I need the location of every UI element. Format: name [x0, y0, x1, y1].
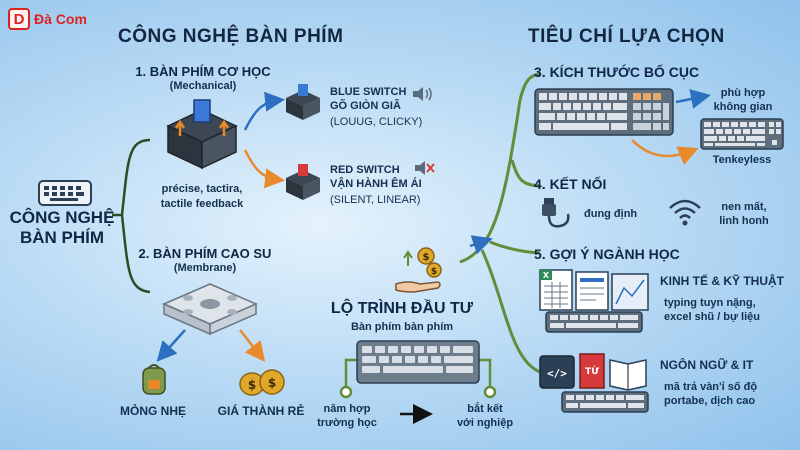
major-econ-line1: typing tuyn nặng,	[664, 297, 756, 309]
major-econ-text: typing tuyn nặng, excel shũ / bự liệu	[664, 296, 760, 324]
backpack-icon	[142, 364, 166, 395]
membrane-title: 2. BÀN PHÍM CAO SU	[138, 246, 272, 261]
major-criterion-title: 5. GỢI Ý NGÀNH HỌC	[534, 246, 680, 262]
usb-cable-icon	[542, 198, 570, 228]
svg-text:X: X	[543, 271, 550, 280]
membrane-cheap-label: GIÁ THÀNH RẺ	[217, 404, 305, 418]
investment-hand-coin-icon: $ $	[395, 247, 442, 293]
logo-mark: D	[8, 8, 30, 30]
red-switch-icon	[286, 164, 320, 200]
layout-tkl-label: Tenkeyless	[712, 154, 772, 166]
blue-switch-name: BLUE SWITCH	[330, 86, 407, 98]
major-it-text: mã trả vàn'ỉ số độ portabe, dịch cao	[664, 380, 757, 408]
blue-switch-icon	[286, 84, 320, 120]
mechanical-feature-line2: tactile feedback	[160, 198, 244, 210]
layout-fit-line1: phù hợp	[720, 87, 766, 99]
tenkeyless-keyboard-icon	[700, 118, 784, 150]
connect-wired-label: đung định	[584, 208, 638, 220]
svg-text:$: $	[423, 252, 430, 263]
connect-wireless-text: nen mất, linh honh	[706, 200, 782, 228]
membrane-dome-icon	[162, 283, 258, 336]
brand-logo[interactable]: D Đà Com	[8, 8, 87, 30]
mechanical-title: 1. BÀN PHÍM CƠ HỌC	[135, 64, 271, 79]
connect-wireless-line1: nen mất,	[721, 201, 767, 213]
layout-fit-text: phù hợp không gian	[706, 86, 780, 114]
left-title: CÔNG NGHỆ BÀN PHÍM	[118, 26, 344, 47]
major-it-line2: portabe, dịch cao	[664, 395, 756, 407]
investment-end-line1: bắt kết	[467, 403, 503, 415]
keyboard-icon	[38, 180, 92, 206]
investment-subtitle: Bàn phím bàn phím	[350, 321, 454, 333]
red-switch-note: (SILENT, LINEAR)	[330, 194, 421, 206]
red-switch-desc: VẬN HÀNH ÊM ÁI	[330, 178, 422, 190]
mechanical-switch-icon	[166, 99, 238, 170]
major-econ-title: KINH TẾ & KỸ THUẬT	[660, 274, 784, 288]
center-node-line2: BÀN PHÍM	[19, 228, 105, 247]
speaker-loud-icon	[413, 87, 432, 101]
mechanical-features: précise, tactira, tactile feedback	[140, 182, 264, 212]
investment-end-line2: với nghiệp	[456, 417, 514, 429]
blue-switch-desc: GÕ GIÒN GIÃ	[330, 100, 401, 112]
center-node: CÔNG NGHỆ BÀN PHÍM	[6, 208, 118, 248]
investment-start-line1: năm hợp	[323, 403, 371, 415]
major-it-title: NGÔN NGỮ & IT	[660, 358, 754, 372]
money-bag-icon: $ $	[239, 369, 285, 396]
right-title: TIÊU CHÍ LỰA CHỌN	[528, 26, 725, 47]
svg-text:$: $	[431, 267, 437, 277]
mechanical-feature-line1: précise, tactira,	[161, 183, 243, 195]
fullsize-keyboard-icon	[534, 88, 674, 136]
major-it-line1: mã trả vàn'ỉ số độ	[664, 381, 758, 393]
center-node-line1: CÔNG NGHỆ	[9, 208, 115, 227]
membrane-subtitle: (Membrane)	[173, 262, 237, 274]
svg-text:$: $	[268, 376, 276, 390]
code-glyph: </>	[547, 367, 567, 380]
mechanical-subtitle: (Mechanical)	[169, 80, 237, 92]
it-language-keyboard-icon: </> TỪ	[539, 353, 649, 413]
dictionary-glyph: TỪ	[585, 365, 599, 377]
economics-docs-keyboard-icon: X	[539, 269, 649, 333]
connect-wireless-line2: linh honh	[719, 215, 769, 227]
layout-fit-line2: không gian	[713, 101, 773, 113]
investment-keyboard-icon	[356, 340, 480, 384]
investment-start-line2: trường học	[317, 417, 377, 429]
connect-criterion-title: 4. KẾT NỐI	[534, 176, 607, 192]
blue-switch-note: (LOUUG, CLICKY)	[330, 116, 423, 128]
speaker-muted-icon	[415, 161, 435, 175]
wifi-icon	[669, 199, 701, 226]
membrane-light-label: MỎNG NHẸ	[120, 404, 186, 418]
investment-title: LỘ TRÌNH ĐẦU TƯ	[330, 300, 474, 317]
investment-start: năm hợp trường học	[302, 402, 392, 430]
investment-end: bắt kết với nghiệp	[440, 402, 530, 430]
svg-text:$: $	[248, 378, 256, 392]
brand-name: Đà Com	[34, 11, 87, 27]
layout-criterion-title: 3. KÍCH THƯỚC BỐ CỤC	[534, 64, 700, 80]
red-switch-name: RED SWITCH	[330, 164, 400, 176]
major-econ-line2: excel shũ / bự liệu	[664, 311, 760, 323]
